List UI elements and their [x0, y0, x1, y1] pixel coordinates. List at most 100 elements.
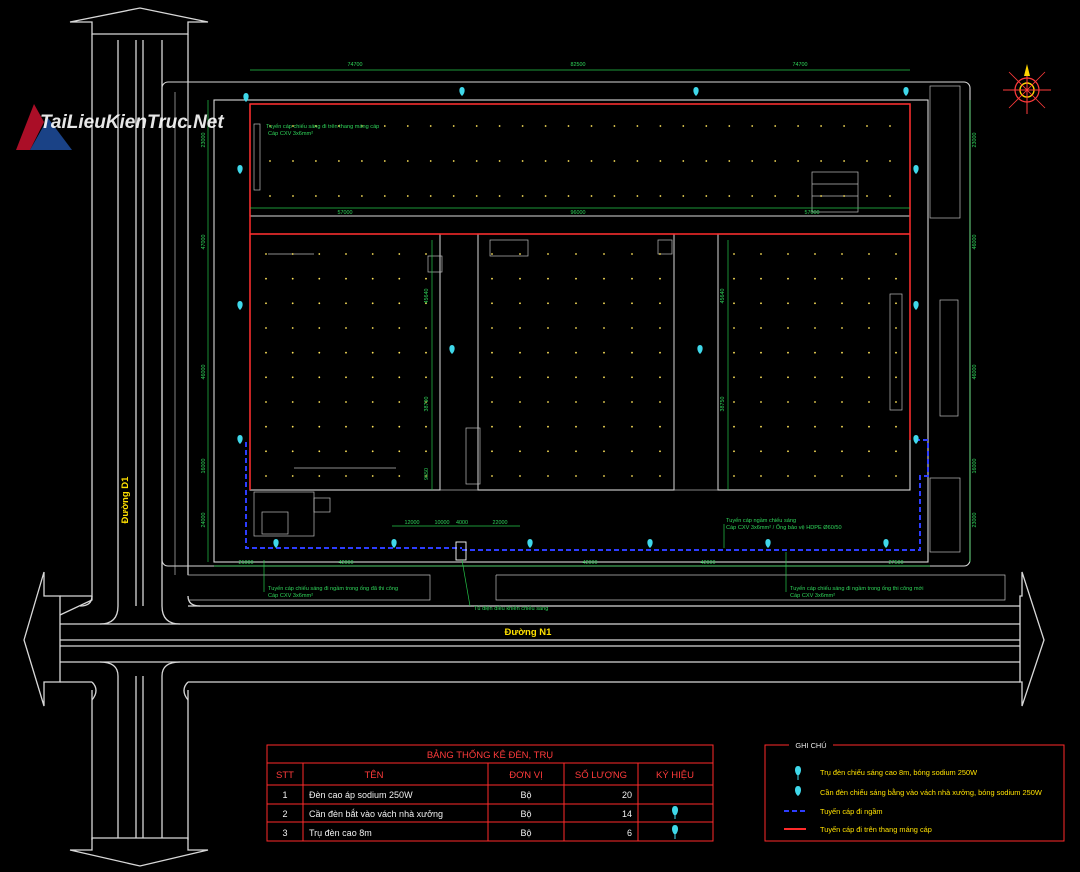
light-fixture-dot	[895, 277, 897, 280]
light-fixture-dot	[682, 160, 685, 162]
light-fixture-dot	[843, 125, 845, 127]
light-fixture-dot	[841, 425, 843, 428]
light-fixture-dot	[521, 125, 524, 127]
road-n1	[23, 571, 1045, 707]
light-fixture-dot	[318, 277, 321, 280]
light-fixture-dot	[631, 425, 633, 428]
light-fixture-dot	[787, 351, 789, 354]
light-fixture-dot	[491, 277, 493, 280]
light-fixture-dot	[398, 302, 401, 305]
stats-row3-stt: 3	[282, 828, 287, 838]
light-fixture-dot	[318, 376, 321, 379]
light-fixture-dot	[425, 351, 427, 354]
light-fixture-dot	[613, 160, 616, 162]
stats-table-title: BẢNG THỐNG KÊ ĐÈN, TRỤ	[427, 749, 553, 761]
legend-pole-lamp-icon	[795, 766, 801, 780]
light-fixture-dot	[547, 376, 549, 379]
light-fixture-dot	[345, 450, 347, 453]
light-fixture-dot	[843, 195, 845, 197]
legend-wall-lamp-icon	[795, 786, 801, 796]
light-fixture-dot	[519, 450, 521, 453]
light-fixture-dot	[425, 401, 427, 403]
dim-left-2: 47000	[201, 235, 207, 250]
light-fixture-dot	[814, 401, 816, 403]
dim-right-2: 46000	[972, 235, 978, 250]
light-fixture-dot	[659, 376, 661, 379]
light-fixture-dot	[797, 125, 799, 127]
light-fixture-dot	[318, 253, 321, 255]
light-fixture-dot	[575, 351, 577, 354]
light-fixture-dot	[760, 351, 762, 354]
light-fixture-dot	[895, 425, 897, 428]
light-fixture-dot	[659, 401, 661, 403]
light-fixture-dot	[760, 302, 762, 305]
light-fixture-dot	[814, 302, 816, 305]
light-fixture-dot	[895, 376, 897, 379]
dimension-text: 74700 82500 74700 57000 96000 57000 1200…	[201, 62, 978, 566]
light-fixture-dot	[265, 450, 267, 453]
light-fixture-dot	[345, 327, 347, 329]
light-fixture-dot	[429, 195, 432, 197]
light-fixture-dot	[491, 327, 493, 329]
light-fixture-dot	[398, 425, 401, 428]
light-fixture-dot	[371, 425, 374, 428]
light-fixture-dot	[728, 195, 731, 197]
control-cabinet-symbol	[455, 541, 467, 561]
dim-top-1: 74700	[348, 62, 363, 68]
legend: GHI CHÚ Trụ đèn chiếu sáng cao 8m, bóng …	[764, 740, 1065, 842]
light-fixture-dot	[265, 475, 267, 477]
light-fixture-dot	[269, 125, 271, 127]
light-fixture-dot	[774, 195, 777, 197]
light-fixture-dot	[491, 351, 493, 354]
light-fixture-dot	[406, 195, 409, 197]
lamp-pole-icon	[765, 539, 771, 548]
light-fixture-dot	[814, 327, 816, 329]
light-fixture-dot	[475, 195, 478, 197]
stats-header-name: TÊN	[365, 770, 384, 781]
light-fixture-dot	[265, 277, 267, 280]
road-d1-label: Đường D1	[120, 476, 131, 524]
stats-row2-stt: 2	[282, 809, 287, 819]
light-fixture-dot	[760, 376, 762, 379]
lamp-pole-icon	[697, 345, 703, 354]
light-fixture-dot	[868, 425, 870, 428]
light-fixture-dot	[425, 253, 427, 255]
light-fixture-dot	[265, 327, 267, 329]
light-fixture-dot	[345, 475, 347, 477]
note-top-tray-2: Cáp CXV 3x6mm²	[268, 131, 313, 137]
light-fixture-dot	[406, 125, 409, 127]
legend-item-3: Tuyến cáp đi ngầm	[820, 807, 883, 816]
light-fixture-dot	[371, 253, 374, 255]
light-fixture-dot	[491, 475, 493, 477]
light-fixture-dot	[868, 351, 870, 354]
light-fixture-dot	[425, 302, 427, 305]
lamp-pole-icon	[243, 93, 249, 102]
north-arrow-icon	[1003, 64, 1051, 114]
light-fixture-dot	[787, 475, 789, 477]
light-fixture-dot	[774, 160, 777, 162]
dim-mid-2: 96000	[571, 210, 586, 216]
light-fixture-dot	[425, 277, 427, 280]
light-fixture-dot	[345, 425, 347, 428]
light-fixture-dot	[547, 351, 549, 354]
light-fixture-dot	[733, 302, 735, 305]
light-fixture-dot	[705, 195, 708, 197]
light-fixture-dot	[728, 125, 731, 127]
lamp-pole-icon	[913, 435, 919, 444]
light-fixture-dot	[318, 327, 321, 329]
light-fixture-dot	[760, 327, 762, 329]
light-fixture-dot	[269, 195, 271, 197]
lamp-pole-icon	[903, 87, 909, 96]
light-fixture-dot	[728, 160, 731, 162]
light-fixture-dot	[751, 195, 754, 197]
light-fixture-dot	[318, 475, 321, 477]
light-fixture-dot	[291, 475, 294, 477]
light-fixture-dot	[868, 376, 870, 379]
light-fixture-dot	[547, 425, 549, 428]
light-fixture-dot	[398, 401, 401, 403]
light-fixture-dot	[575, 450, 577, 453]
light-fixture-dot	[895, 401, 897, 403]
light-fixture-dot	[452, 195, 455, 197]
dim-bottom-2: 42000	[339, 560, 354, 566]
light-fixture-dot	[265, 253, 267, 255]
